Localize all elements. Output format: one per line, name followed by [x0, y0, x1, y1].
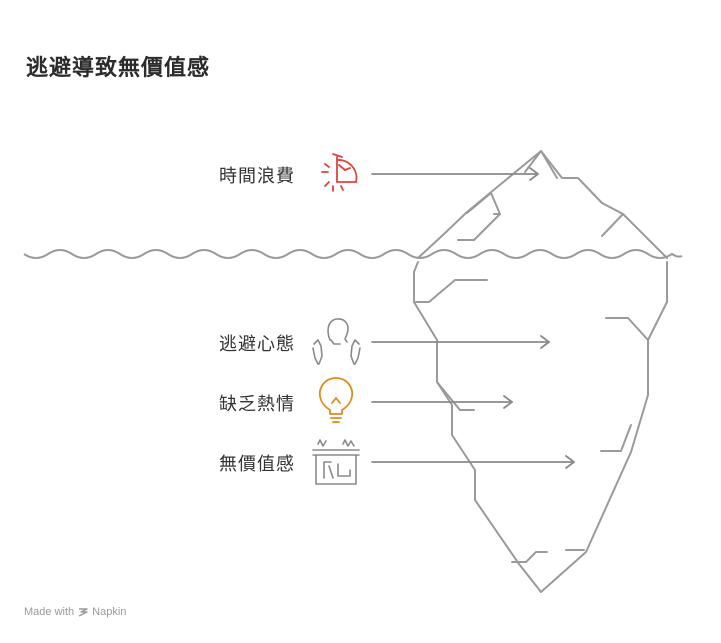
connector-arrows — [371, 167, 575, 469]
person-hands-icon — [312, 318, 361, 365]
label-worthlessness: 無價值感 — [219, 454, 295, 475]
waterline — [23, 249, 683, 259]
iceberg — [413, 150, 668, 593]
label-time-waste: 時間浪費 — [219, 166, 295, 187]
brand-name: Napkin — [92, 606, 127, 618]
label-avoidance: 逃避心態 — [219, 334, 295, 355]
napkin-logo-icon — [78, 608, 88, 617]
empty-box-icon — [312, 439, 360, 485]
lightbulb-icon — [318, 377, 354, 423]
label-no-passion: 缺乏熱情 — [219, 394, 295, 415]
broken-clock-icon — [321, 153, 358, 192]
made-with-text: Made with — [24, 606, 75, 618]
footer-credit[interactable]: Made with Napkin — [24, 606, 126, 618]
diagram-title: 逃避導致無價值感 — [26, 56, 211, 81]
